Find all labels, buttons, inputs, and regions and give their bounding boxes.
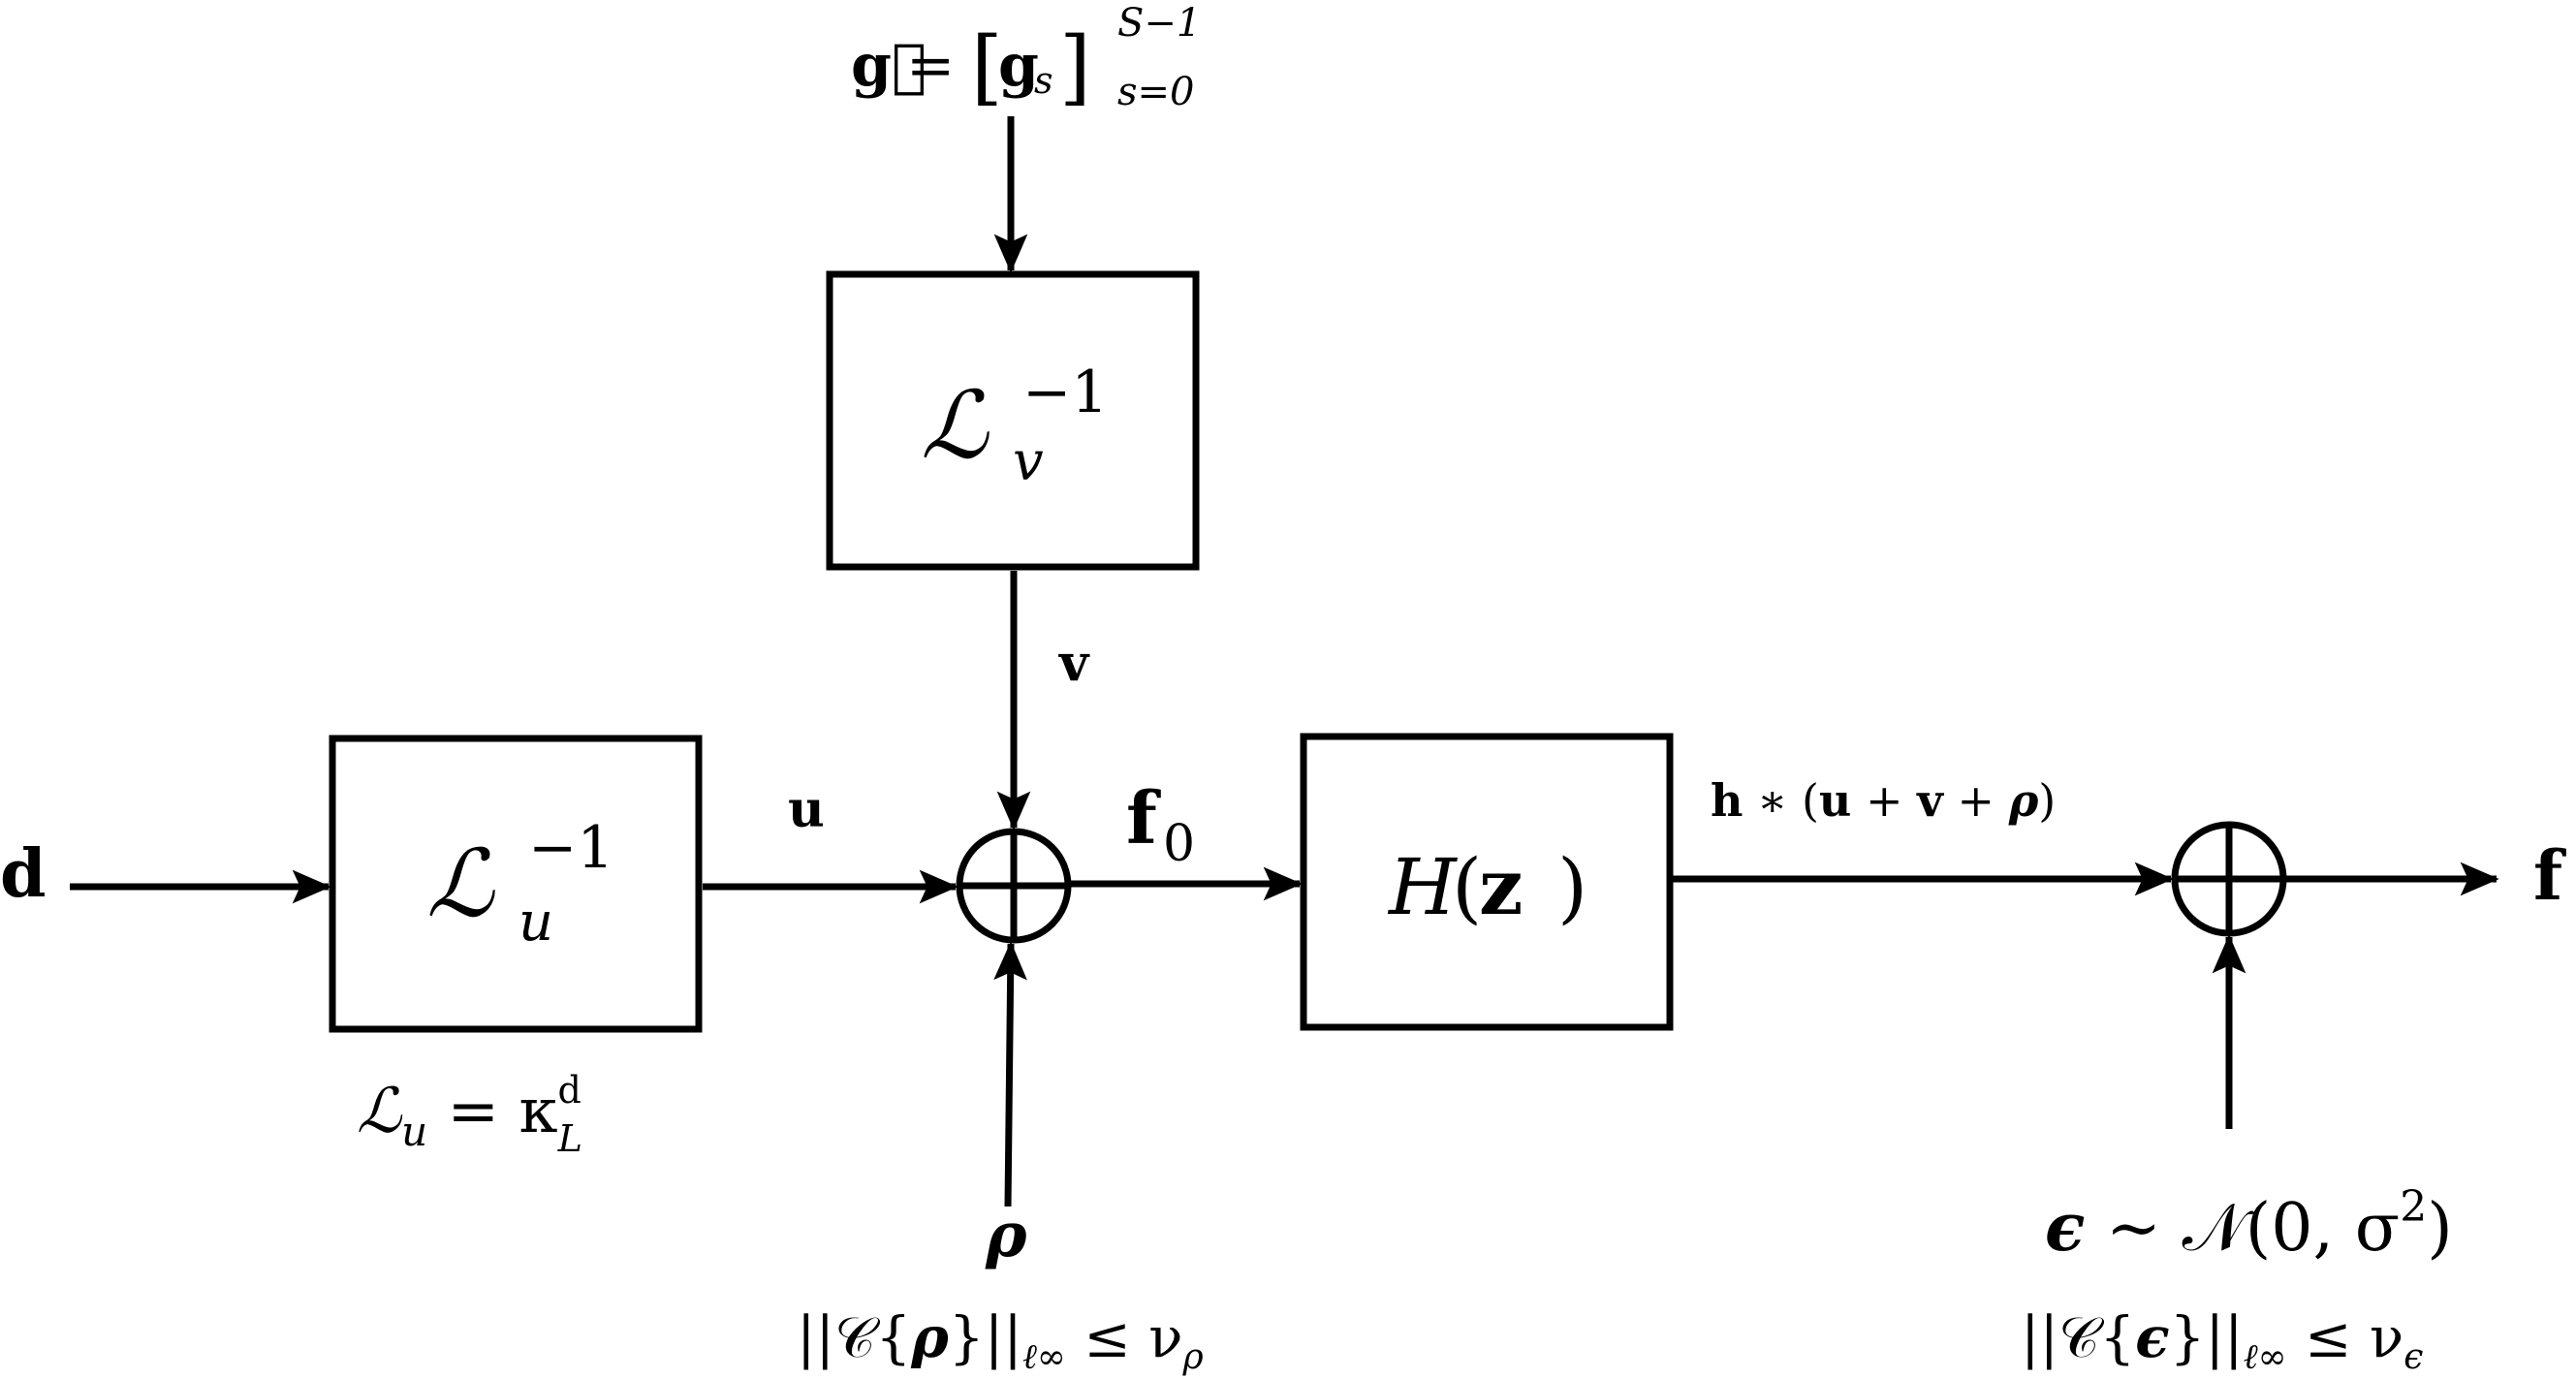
label-f0: f 0 (1126, 777, 1195, 873)
svg-text:[: [ (971, 19, 1003, 114)
label-rho: ρ (985, 1199, 1027, 1271)
svg-text:h ∗ (u + v + ρ): h ∗ (u + v + ρ) (1711, 774, 2056, 827)
svg-text:v: v (1013, 430, 1044, 493)
svg-text:||𝒞{ρ}||ℓ∞ ≤ νρ: ||𝒞{ρ}||ℓ∞ ≤ νρ (797, 1304, 1204, 1377)
svg-text:): ) (1557, 842, 1587, 932)
block-lu-inverse (329, 735, 703, 1033)
svg-text:s=0: s=0 (1117, 70, 1195, 114)
svg-text:=: = (906, 32, 955, 100)
svg-text:f: f (1126, 777, 1161, 861)
label-lv-inverse: ℒ v −1 (921, 359, 1108, 493)
svg-text:ℒ: ℒ (426, 830, 495, 938)
svg-text:g⃗: g⃗ (851, 32, 927, 100)
svg-text:ℒ: ℒ (921, 371, 990, 480)
svg-text:ℒu = κdL: ℒu = κdL (357, 1069, 582, 1160)
svg-text:s: s (1034, 59, 1053, 102)
sum-junction-2 (2171, 821, 2287, 937)
svg-text:g: g (998, 32, 1039, 100)
svg-text:(: ( (1452, 842, 1482, 932)
arrow-rho-to-sum1 (993, 941, 1027, 1207)
label-v: v (1058, 634, 1090, 693)
sum-junction-1 (956, 828, 1072, 944)
label-d: d (0, 835, 47, 913)
label-rho-constraint: ||𝒞{ρ}||ℓ∞ ≤ νρ (797, 1304, 1204, 1377)
label-epsilon-constraint: ||𝒞{ϵ}||ℓ∞ ≤ νϵ (2021, 1304, 2423, 1377)
svg-text:−1: −1 (1022, 359, 1108, 426)
label-f: f (2533, 835, 2566, 916)
label-g-definition: g⃗ = [ g s ] S−1 s=0 (851, 1, 1201, 114)
svg-text:||𝒞{ϵ}||ℓ∞ ≤ νϵ: ||𝒞{ϵ}||ℓ∞ ≤ νϵ (2021, 1304, 2423, 1377)
svg-text:z: z (1479, 841, 1523, 932)
label-epsilon-distribution: ϵ ∼ 𝒩(0, σ2) (2045, 1182, 2453, 1267)
label-hz: H ( z ) (1387, 841, 1587, 932)
svg-text:−1: −1 (528, 814, 613, 882)
label-lu-inverse: ℒ u −1 (426, 814, 613, 954)
svg-text:]: ] (1059, 19, 1091, 114)
block-lv-inverse (826, 270, 1200, 571)
label-u: u (788, 780, 825, 839)
label-h-convolution: h ∗ (u + v + ρ) (1711, 774, 2056, 827)
svg-text:H: H (1387, 842, 1459, 932)
svg-text:0: 0 (1163, 815, 1195, 873)
svg-text:S−1: S−1 (1117, 1, 1201, 46)
svg-text:u: u (518, 891, 553, 954)
svg-text:ϵ ∼ 𝒩(0, σ2): ϵ ∼ 𝒩(0, σ2) (2045, 1182, 2453, 1267)
